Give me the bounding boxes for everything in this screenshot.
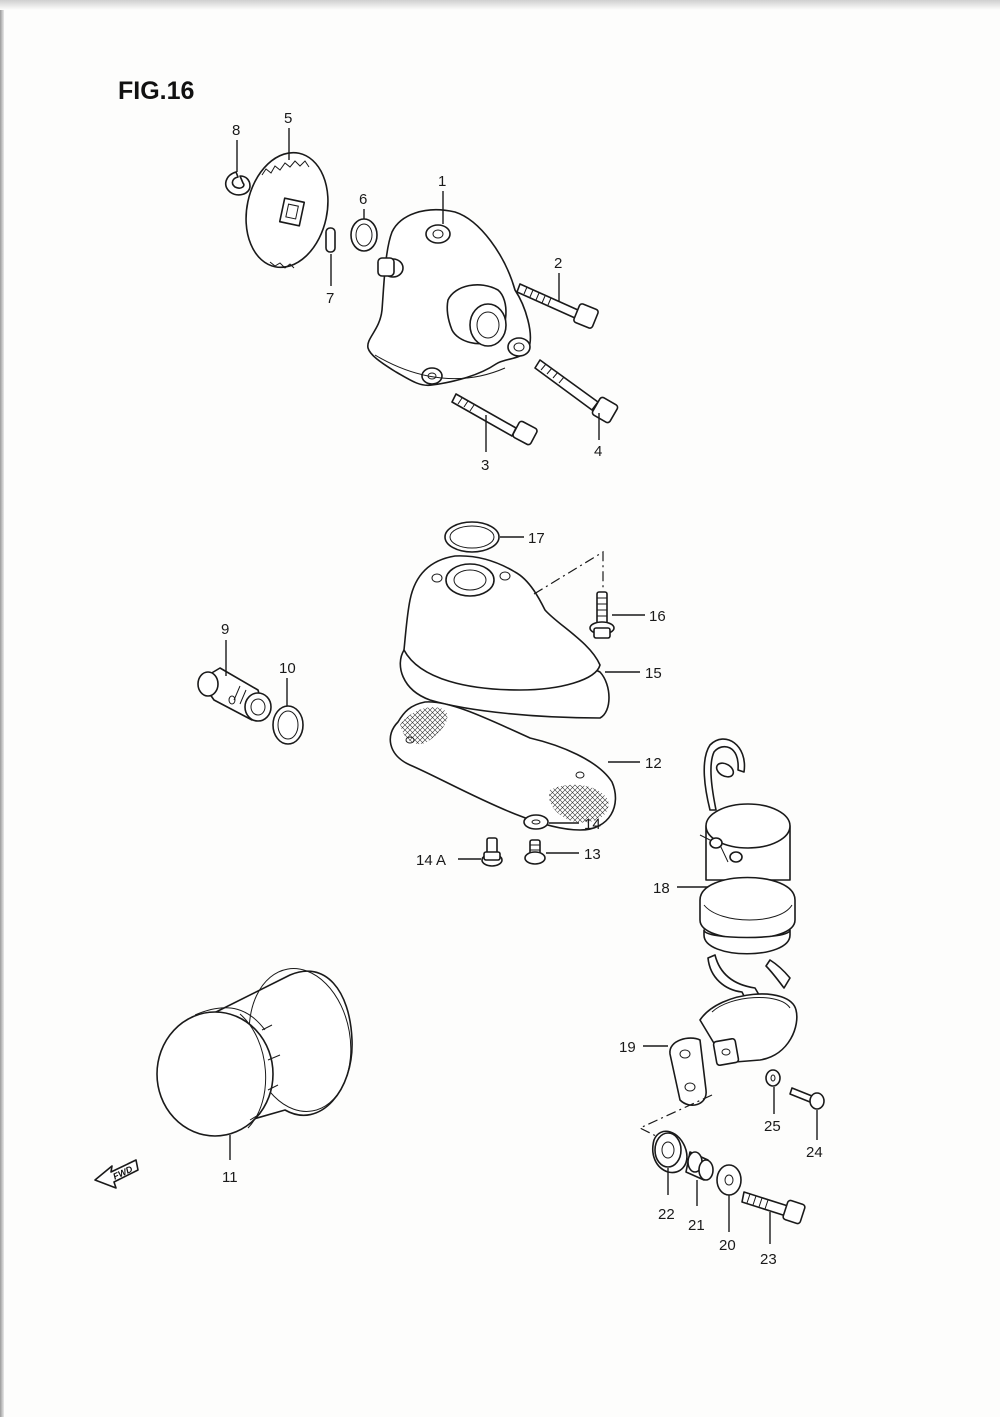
part-1-oil-pump[interactable] (367, 208, 532, 387)
callout-9: 9 (221, 621, 229, 638)
part-15-oil-strainer-cover[interactable] (399, 555, 610, 719)
part-16-bolt[interactable] (589, 591, 615, 639)
callout-8: 8 (232, 122, 240, 139)
callout-10: 10 (279, 660, 296, 677)
callout-22: 22 (658, 1206, 675, 1223)
part-4-bolt[interactable] (534, 359, 619, 424)
part-19-bracket[interactable] (669, 993, 798, 1106)
part-10-gasket[interactable] (272, 705, 304, 745)
callout-11: 11 (222, 1169, 238, 1186)
assembly-line-16 (533, 550, 604, 595)
callout-20: 20 (719, 1237, 736, 1254)
callout-14: 14 (584, 816, 601, 833)
callout-18: 18 (653, 880, 670, 897)
callout-15: 15 (645, 665, 662, 682)
callout-4: 4 (594, 443, 602, 460)
part-20-washer[interactable] (716, 1164, 742, 1196)
callout-2: 2 (554, 255, 562, 272)
callout-25: 25 (764, 1118, 781, 1135)
callout-14a: 14 A (416, 852, 446, 869)
part-12-oil-strainer[interactable] (389, 701, 617, 831)
part-9-oil-pressure-switch[interactable] (197, 667, 272, 722)
callout-24: 24 (806, 1144, 823, 1161)
callout-1: 1 (438, 173, 446, 190)
part-18-fuel-filter[interactable] (699, 738, 796, 1005)
part-25-washer[interactable] (765, 1069, 781, 1087)
callout-3: 3 (481, 457, 489, 474)
part-5-gear[interactable] (236, 145, 338, 275)
callout-12: 12 (645, 755, 662, 772)
part-23-bolt[interactable] (741, 1191, 806, 1225)
part-14a-screw[interactable] (481, 837, 503, 867)
callout-16: 16 (649, 608, 666, 625)
part-7-pin[interactable] (325, 227, 336, 253)
callout-13: 13 (584, 846, 601, 863)
part-14-washer[interactable] (523, 814, 549, 830)
part-6-o-ring[interactable] (350, 218, 378, 252)
part-24-screw[interactable] (789, 1087, 825, 1110)
callout-21: 21 (688, 1217, 705, 1234)
part-17-o-ring[interactable] (444, 521, 500, 553)
callout-19: 19 (619, 1039, 636, 1056)
part-13-screw[interactable] (524, 839, 546, 865)
part-22-grommet[interactable] (652, 1130, 688, 1174)
callout-17: 17 (528, 530, 545, 547)
figure-title: FIG.16 (118, 77, 194, 105)
callout-7: 7 (326, 290, 334, 307)
part-21-collar[interactable] (685, 1151, 714, 1181)
fwd-arrow-icon: FWD (94, 1159, 139, 1189)
part-2-bolt[interactable] (516, 283, 599, 329)
assembly-line-22 (638, 1094, 713, 1137)
callout-23: 23 (760, 1251, 777, 1268)
callout-5: 5 (284, 110, 292, 127)
part-11-oil-filter[interactable] (156, 960, 362, 1137)
callout-6: 6 (359, 191, 367, 208)
part-3-bolt[interactable] (451, 393, 538, 446)
part-8-circlip[interactable] (224, 171, 251, 196)
